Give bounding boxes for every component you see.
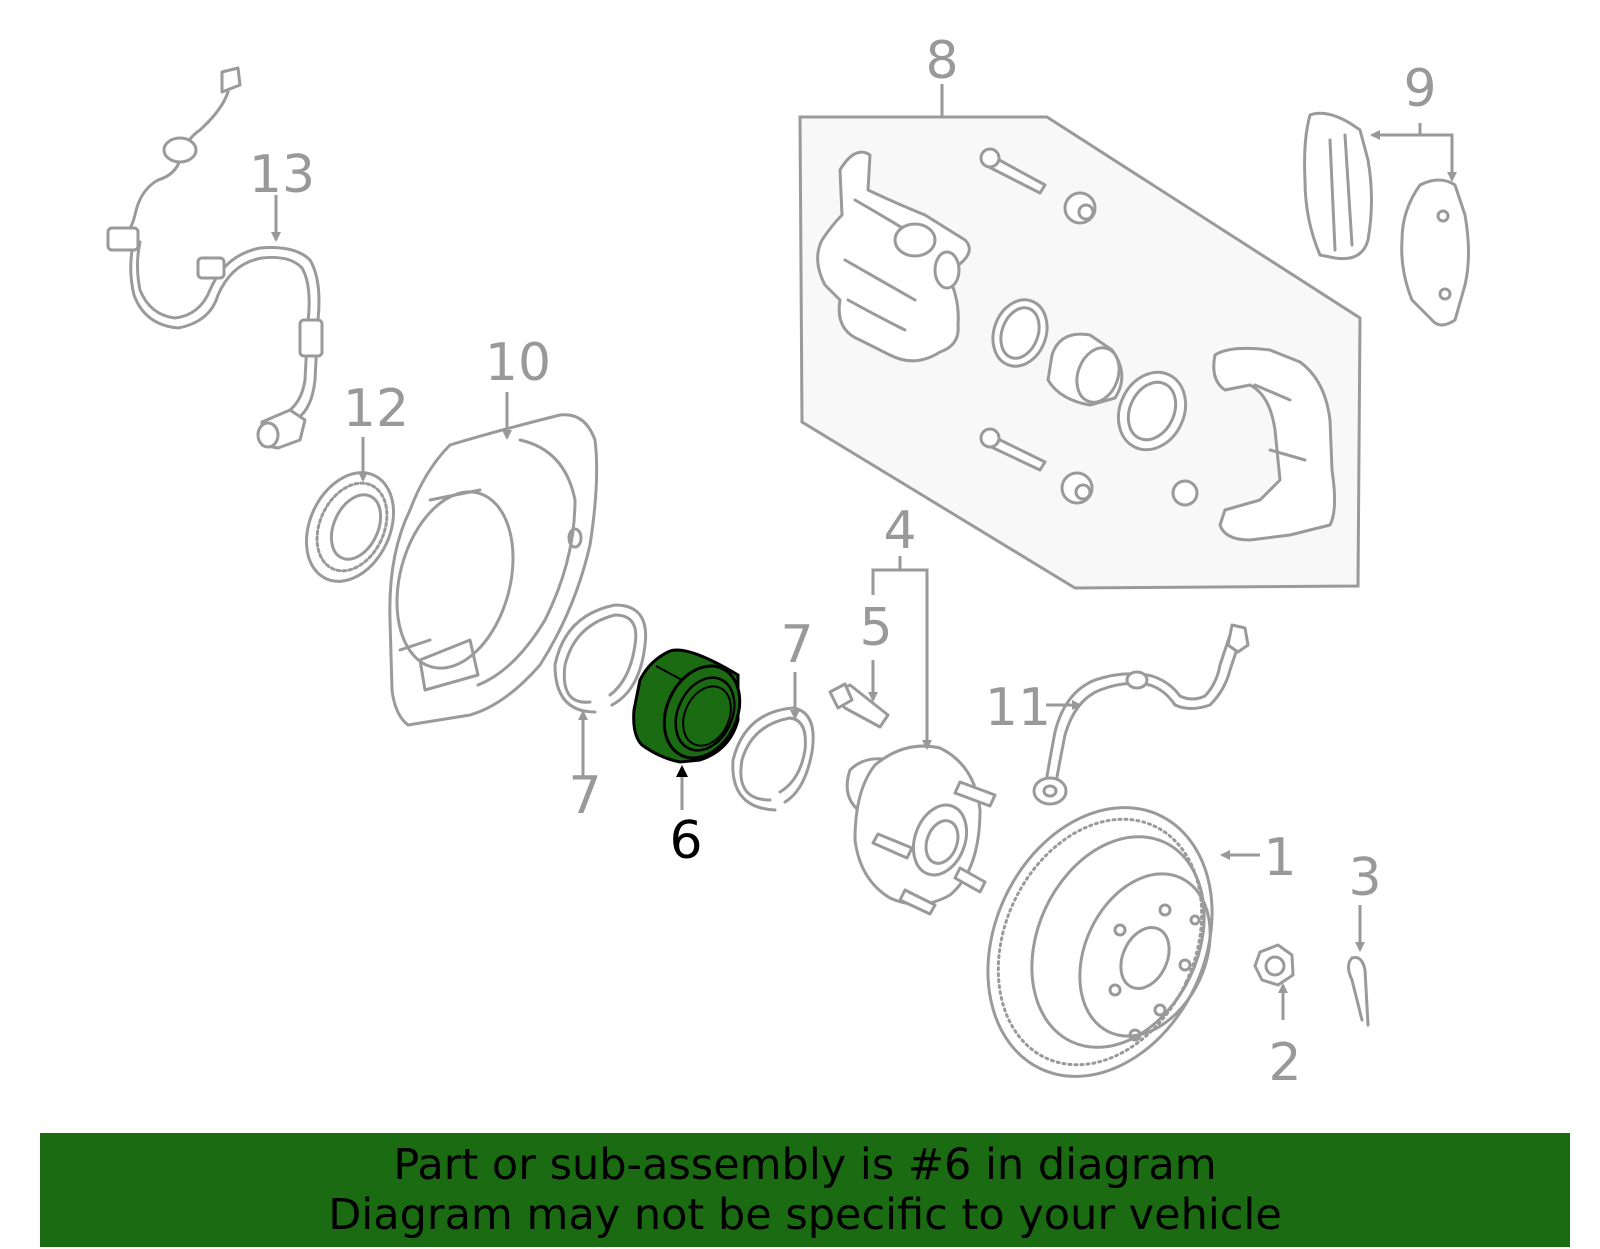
- part-9-brake-pads: [1303, 111, 1470, 327]
- part-1-brake-rotor: [986, 806, 1214, 1078]
- callout-13: 13: [249, 145, 315, 205]
- callout-10: 10: [485, 333, 551, 393]
- callout-8: 8: [925, 31, 958, 91]
- callout-12: 12: [343, 379, 409, 439]
- callout-1: 1: [1263, 828, 1296, 888]
- caliper-bracket: [1212, 346, 1337, 542]
- callout-6: 6: [669, 811, 702, 871]
- callout-2: 2: [1268, 1033, 1301, 1093]
- part-10-dust-shield: [388, 413, 599, 727]
- callout-11: 11: [985, 678, 1051, 738]
- part-7-snap-ring-right: [731, 706, 815, 812]
- info-banner: Part or sub-assembly is #6 in diagram Di…: [40, 1133, 1570, 1247]
- banner-line-1: Part or sub-assembly is #6 in diagram: [393, 1140, 1217, 1190]
- banner-line-2: Diagram may not be specific to your vehi…: [328, 1190, 1282, 1240]
- callout-3: 3: [1348, 848, 1381, 908]
- callout-4: 4: [883, 501, 916, 561]
- callout-7-right: 7: [780, 615, 813, 675]
- part-13-abs-sensor-wire: [106, 66, 324, 450]
- callout-9: 9: [1403, 59, 1436, 119]
- part-11-brake-hose: [1032, 623, 1250, 806]
- part-6-wheel-bearing: [632, 648, 742, 764]
- part-4-wheel-hub: [845, 744, 997, 916]
- part-8-caliper-assembly: [798, 115, 1362, 590]
- part-2-lug-nut: [1253, 943, 1295, 987]
- part-3-cotter-pin: [1347, 956, 1370, 1027]
- callout-7-left: 7: [568, 766, 601, 826]
- callout-5: 5: [859, 598, 892, 658]
- part-7-snap-ring-left: [553, 603, 648, 714]
- leader-lines: [271, 84, 1457, 1020]
- caliper-body: [816, 150, 971, 363]
- part-12-tone-ring: [304, 471, 396, 583]
- part-5-wheel-stud: [828, 682, 890, 729]
